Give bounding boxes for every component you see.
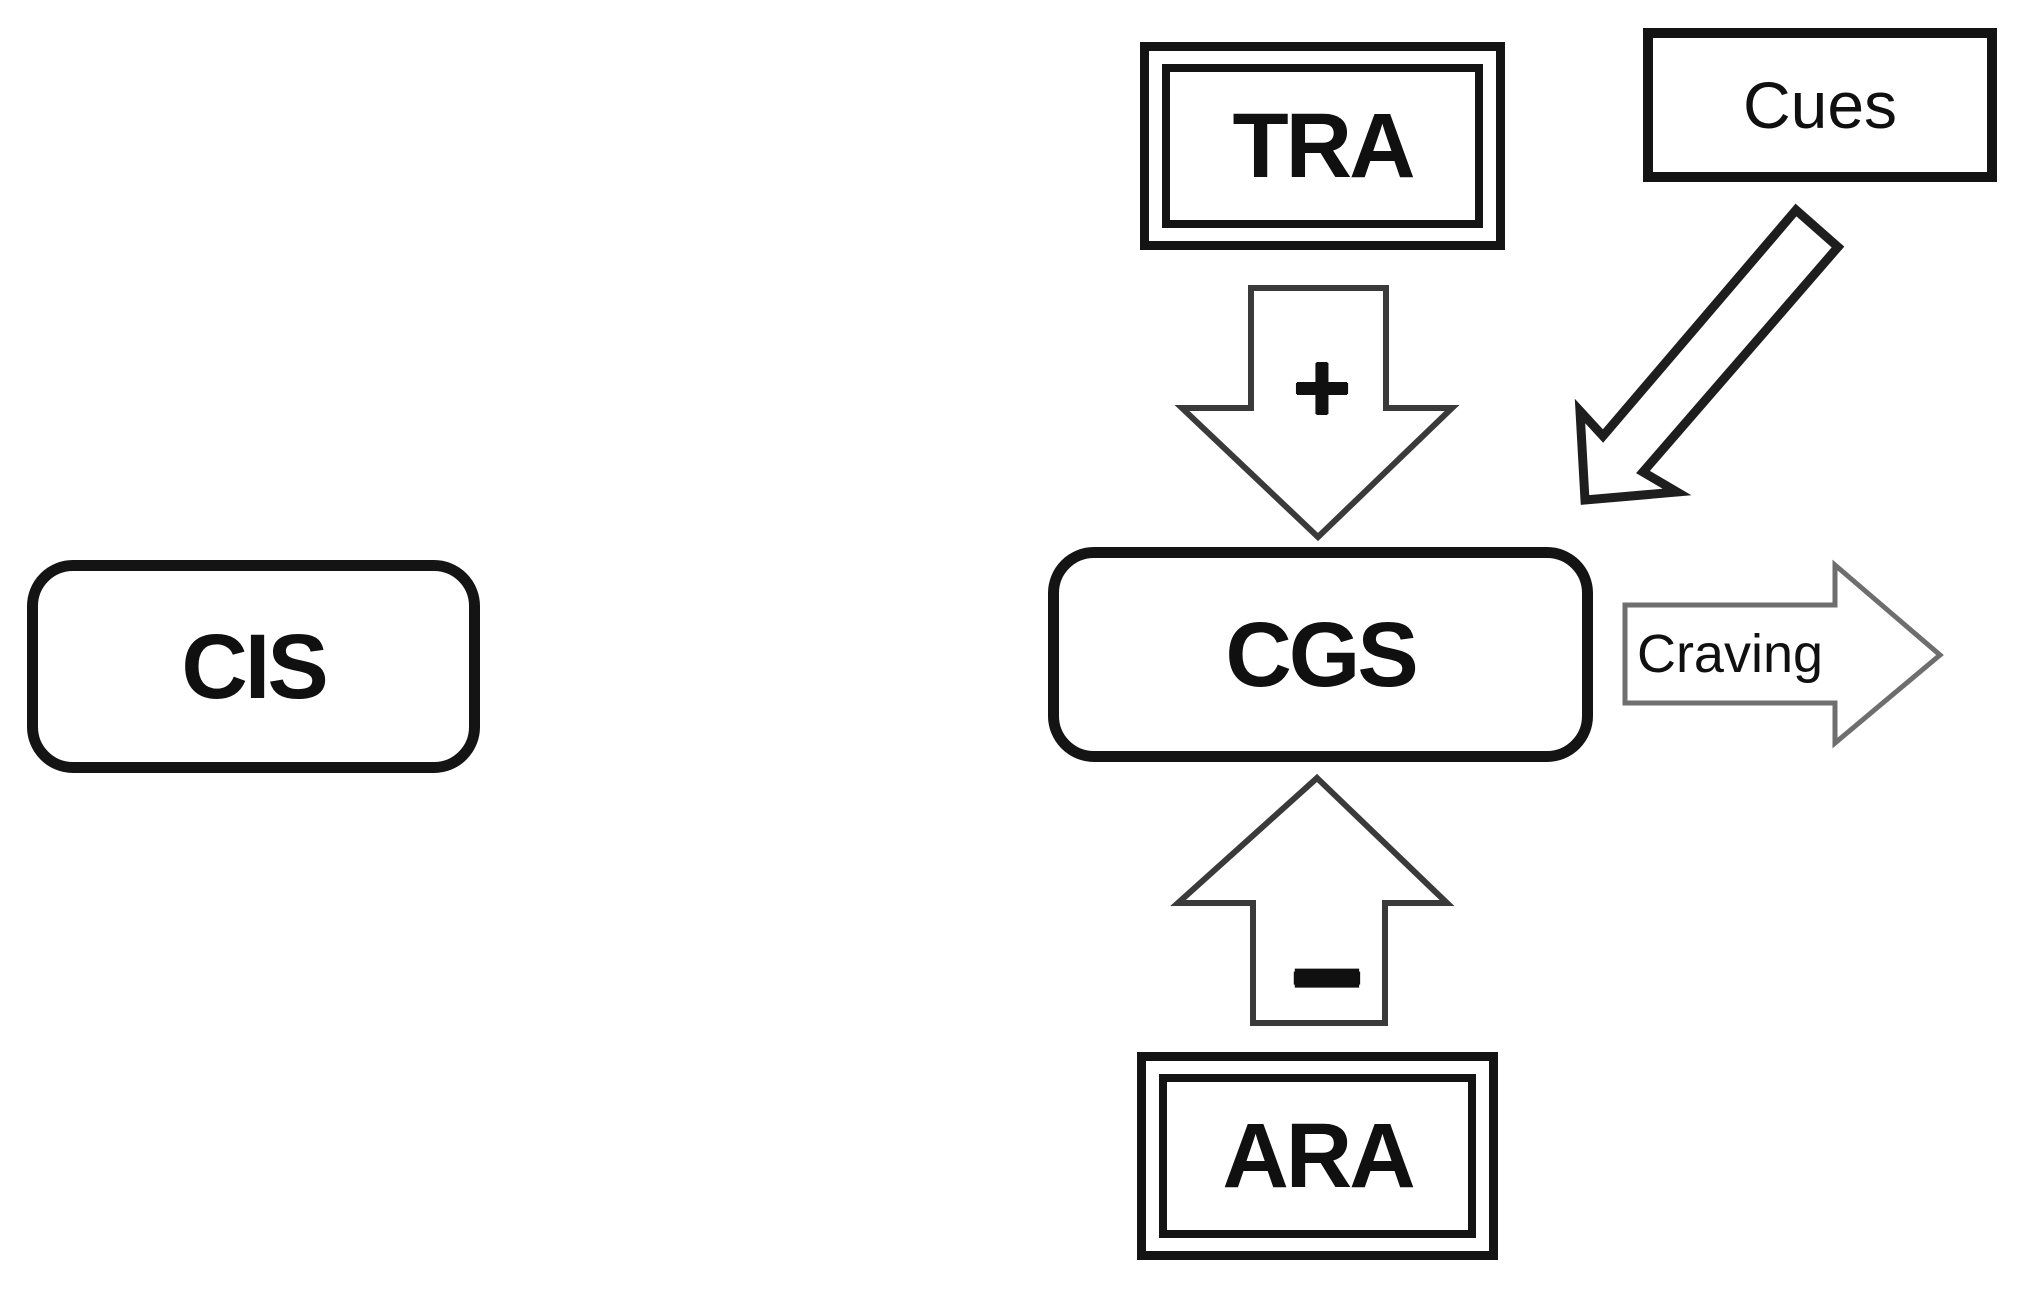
minus-sign-label: – xyxy=(1290,895,1364,1041)
node-ara-label: ARA xyxy=(1222,1105,1415,1207)
craving-arrow-label: Craving xyxy=(1636,624,1824,684)
node-ara: ARA xyxy=(1137,1052,1498,1260)
arrow-cues-to-cgs xyxy=(1574,203,1845,505)
arrow-craving-output xyxy=(1622,559,1944,749)
node-cues: Cues xyxy=(1643,28,1997,182)
node-cis-label: CIS xyxy=(181,615,328,718)
node-tra-inner-frame: TRA xyxy=(1162,64,1483,228)
node-cgs: CGS xyxy=(1048,547,1593,762)
node-cis: CIS xyxy=(27,560,480,773)
arrow-tra-to-cgs xyxy=(1174,285,1460,542)
plus-sign-label: + xyxy=(1292,332,1352,444)
node-cgs-label: CGS xyxy=(1225,603,1418,706)
node-ara-inner-frame: ARA xyxy=(1159,1074,1476,1238)
node-tra: TRA xyxy=(1140,42,1505,250)
arrow-ara-to-cgs xyxy=(1170,773,1455,1026)
node-cues-label: Cues xyxy=(1742,68,1898,142)
node-tra-label: TRA xyxy=(1232,95,1415,197)
